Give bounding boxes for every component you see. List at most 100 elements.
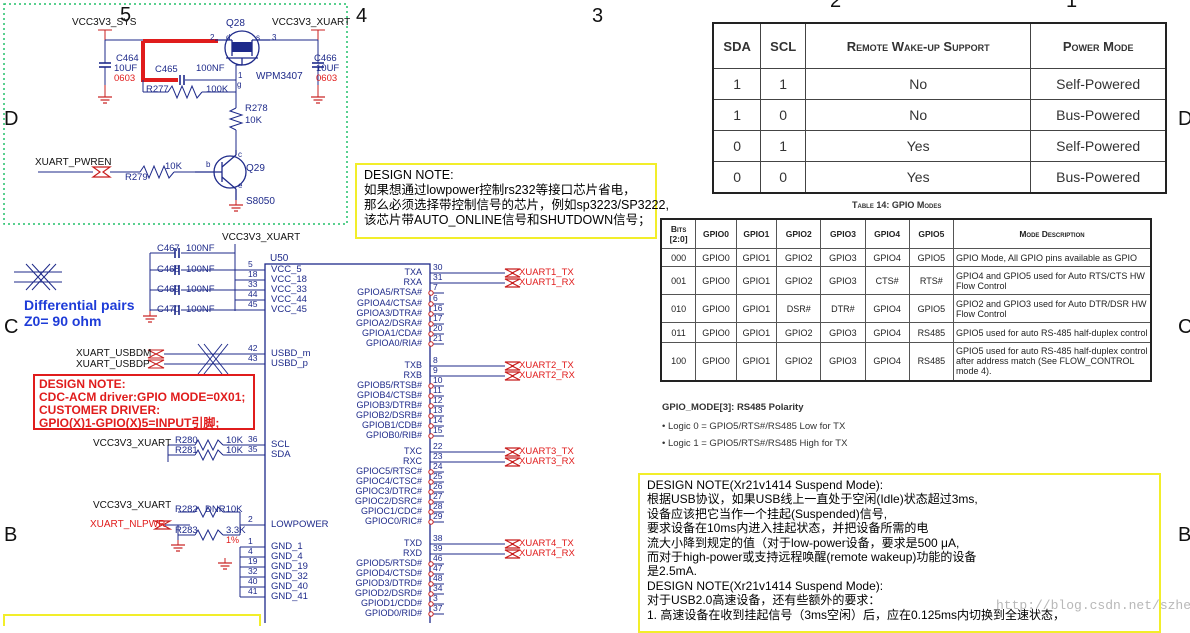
q28-pin-g: g — [237, 80, 242, 89]
u50-pin-name: GND_1 — [271, 541, 303, 552]
usb-diff-pair — [147, 343, 265, 375]
active-low-bubble — [428, 403, 434, 409]
table-cell: GPIO4 — [864, 342, 910, 381]
table-cell: GPIO Mode, All GPIO pins available as GP… — [952, 248, 1152, 267]
u50-pin-name: GPIOD2/DSRD# — [354, 588, 422, 598]
r279-value: 10K — [165, 161, 182, 172]
gpio-table-header: Bits [2:0] — [660, 218, 697, 249]
u50-pin-name: GPIOC5/RTSC# — [356, 466, 422, 476]
table-cell: GPIO3 — [820, 266, 866, 295]
table-cell: 1 — [712, 68, 762, 100]
uart-net-port — [504, 278, 521, 288]
c464-symbol — [98, 62, 112, 68]
table-cell: No — [805, 99, 1032, 131]
pwren-net-label: XUART_PWREN — [35, 157, 112, 168]
u50-pin-name: GPIOD4/CTSD# — [355, 568, 422, 578]
active-low-bubble — [428, 611, 434, 617]
table-cell: 1 — [760, 130, 807, 162]
r283-tolerance: 1% — [226, 535, 240, 545]
u50-pin-number: 6 — [433, 293, 438, 303]
u50-pin-number: 11 — [433, 385, 442, 395]
u50-pin-name: GPIOB4/CTSB# — [356, 390, 422, 400]
grid-col-2: 2 — [830, 0, 842, 12]
table-cell: 1 — [760, 68, 807, 100]
u50-pin-name: GND_19 — [271, 561, 308, 572]
uart-net-label: XUART3_RX — [519, 456, 575, 467]
active-low-bubble — [428, 301, 434, 307]
gpio-table-header: GPIO5 — [908, 218, 954, 249]
r281-value: 10K — [226, 445, 243, 456]
u50-pin-number: 43 — [248, 353, 258, 363]
c469-label: C469 — [157, 284, 180, 295]
q29-symbol — [195, 150, 247, 200]
ground-symbol — [310, 91, 326, 104]
active-low-bubble — [428, 311, 434, 317]
u50-pin-number: 34 — [433, 583, 443, 593]
u50-pin-number: 33 — [248, 279, 258, 289]
u50-pin-name: GPIOA4/CTSA# — [356, 298, 422, 308]
c468-value: 100NF — [186, 264, 215, 275]
r277-label: R277 — [146, 84, 169, 95]
grid-row-b: B — [4, 524, 18, 546]
vcc-xuart-i2c-label: VCC3V3_XUART — [93, 438, 172, 449]
r277-value: 100K — [206, 84, 229, 95]
c467-label: C467 — [157, 243, 180, 254]
table-cell: GPIO2 — [776, 322, 822, 343]
active-low-bubble — [428, 509, 434, 515]
u50-pin-number: 36 — [248, 434, 258, 444]
table-cell: Bus-Powered — [1030, 99, 1167, 131]
u50-pin-number: 35 — [248, 444, 258, 454]
table-cell: GPIO0 — [695, 294, 737, 323]
table-cell: RS485 — [908, 342, 954, 381]
u50-pin-name: GPIOB1/CDB# — [361, 420, 422, 430]
table-cell: GPIO4 and GPIO5 used for Auto RTS/CTS HW… — [952, 266, 1152, 295]
u50-pin-number: 8 — [433, 355, 438, 365]
uart-net-port — [504, 539, 521, 549]
q28-pin-d: d — [226, 33, 231, 42]
gpio-table-header: GPIO1 — [735, 218, 778, 249]
gpio-table-header: Mode Description — [952, 218, 1152, 249]
u50-pin-name: GPIOD5/RTSD# — [356, 558, 422, 568]
active-low-bubble — [428, 479, 434, 485]
r280-value: 10K — [226, 435, 243, 446]
table-cell: GPIO2 — [776, 266, 822, 295]
table-cell: 1 — [712, 99, 762, 131]
active-low-bubble — [428, 423, 434, 429]
r279-label: R279 — [125, 172, 148, 183]
u50-pin-number: 23 — [433, 451, 443, 461]
active-low-bubble — [428, 499, 434, 505]
u50-pin-number: 15 — [433, 425, 443, 435]
table-cell: GPIO3 — [820, 322, 866, 343]
gpio-table-header: GPIO4 — [864, 218, 910, 249]
u50-pin-name: GND_41 — [271, 591, 308, 602]
table-cell: GPIO5 used for auto RS-485 half-duplex c… — [952, 322, 1152, 343]
usbdp-net-label: XUART_USBDP — [76, 359, 150, 370]
uart-net-port — [504, 361, 521, 371]
q29-pin-e: e — [238, 181, 243, 190]
u50-pin-number: 38 — [433, 533, 443, 543]
u50-pin-name: GPIOB3/DTRB# — [356, 400, 422, 410]
table-cell: Yes — [805, 161, 1032, 194]
table-cell: 010 — [660, 294, 697, 323]
active-low-bubble — [428, 561, 434, 567]
u50-pin-name: GPIOA5/RTSA# — [357, 287, 422, 297]
active-low-bubble — [428, 331, 434, 337]
uart-net-port — [504, 457, 521, 467]
u50-pin-number: 28 — [433, 501, 443, 511]
power-mode-table-header: SCL — [760, 22, 807, 69]
active-low-bubble — [428, 591, 434, 597]
u50-pin-name: GPIOA1/CDA# — [361, 328, 422, 338]
table-cell: DTR# — [820, 294, 866, 323]
table-cell: GPIO2 — [776, 342, 822, 381]
u50-pin-number: 40 — [248, 576, 258, 586]
u50-pin-number: 45 — [248, 299, 258, 309]
u50-pin-number: 46 — [433, 553, 443, 563]
active-low-bubble — [428, 489, 434, 495]
u50-pin-name: TXC — [404, 446, 422, 456]
